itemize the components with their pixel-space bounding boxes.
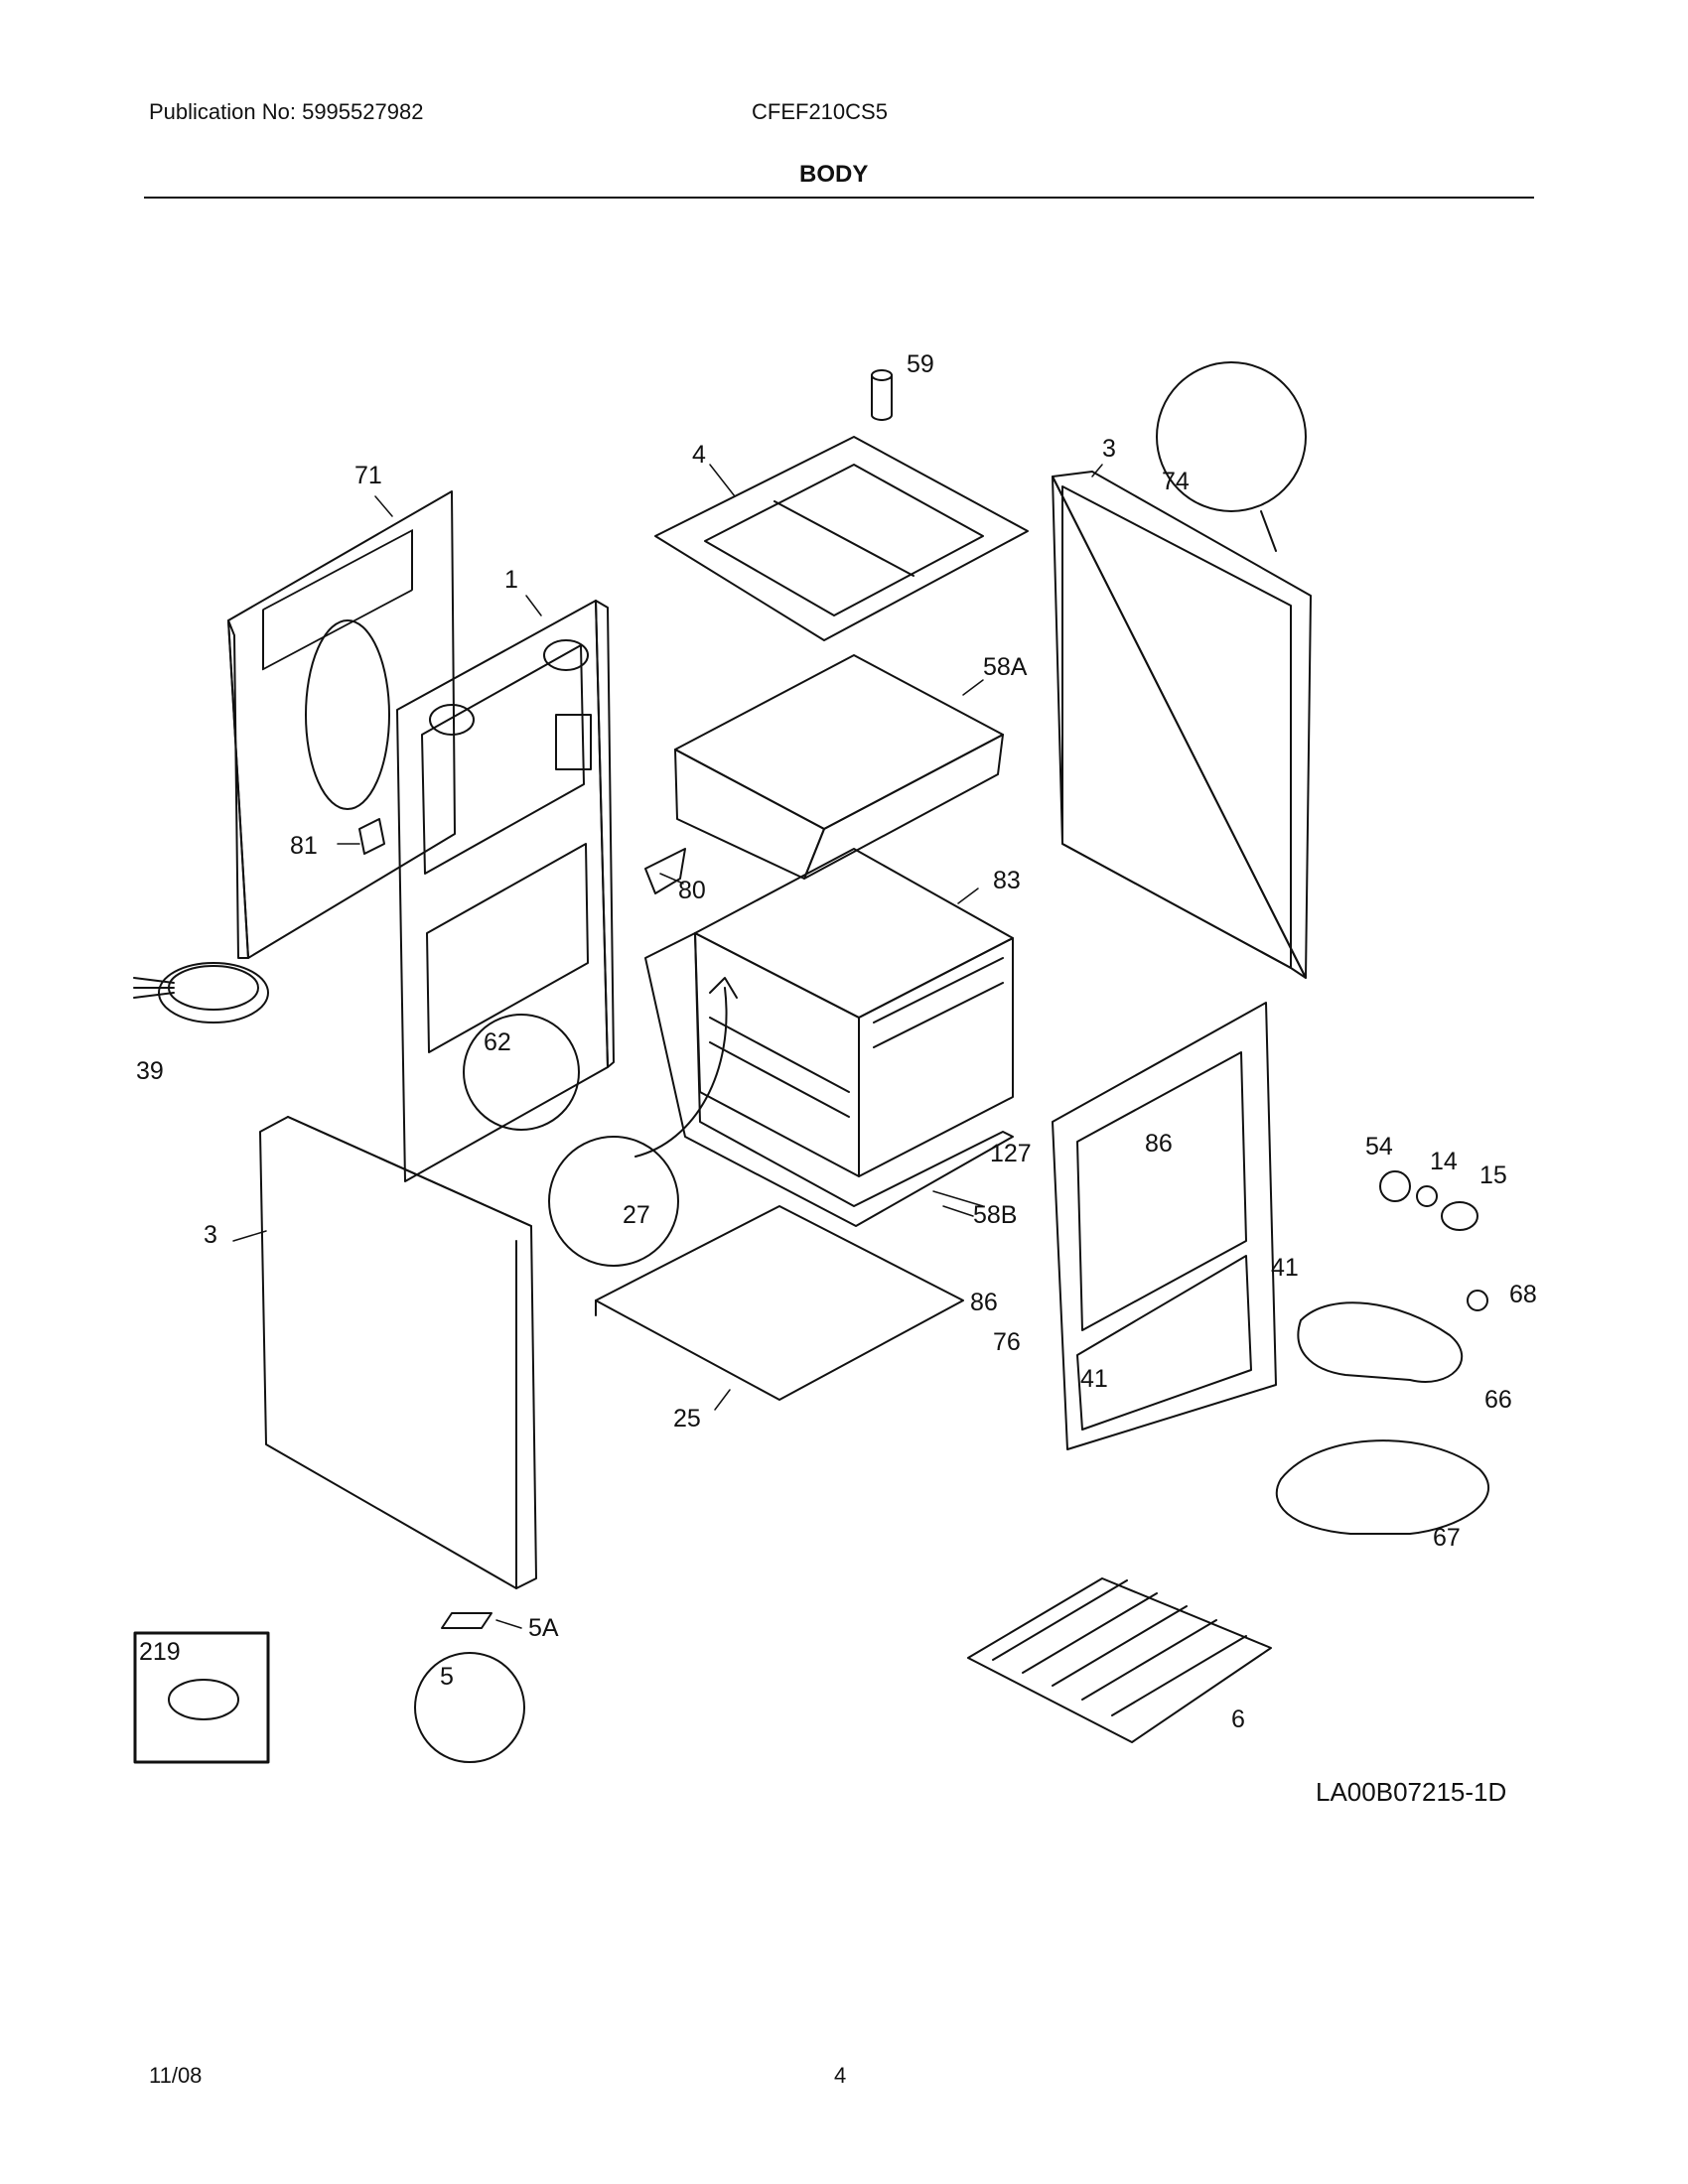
callout-71: 71 [354, 462, 382, 489]
part-58a-insulation [674, 654, 1004, 880]
callout-54: 54 [1365, 1133, 1393, 1160]
callout-41-right: 41 [1271, 1254, 1299, 1282]
callout-80: 80 [678, 877, 706, 904]
part-4-top-panel [654, 436, 1029, 641]
part-74-inset [1156, 361, 1307, 552]
part-58b-insulation [644, 932, 1014, 1227]
part-3-side-panel-right [1052, 471, 1312, 979]
callout-39: 39 [136, 1057, 164, 1085]
part-39-power-cord [133, 962, 269, 1024]
section-title: BODY [799, 161, 869, 188]
callout-83: 83 [993, 867, 1021, 894]
callout-66: 66 [1484, 1386, 1512, 1414]
part-14-socket [1416, 1185, 1438, 1207]
publication-number: Publication No: 5995527982 [149, 99, 424, 124]
part-67-bake-element [1275, 1439, 1489, 1535]
callout-59: 59 [907, 350, 934, 378]
page-number: 4 [834, 2063, 847, 2088]
callout-27: 27 [623, 1201, 650, 1229]
callout-81: 81 [290, 832, 318, 860]
part-62-inset [463, 1014, 580, 1131]
callout-3-left: 3 [204, 1221, 217, 1249]
callout-62: 62 [484, 1028, 511, 1056]
part-219-inset [133, 1631, 270, 1764]
callout-25: 25 [673, 1405, 701, 1433]
part-66-broil-element [1297, 1301, 1464, 1383]
part-71-rear-panel [227, 490, 456, 959]
callout-58a: 58A [983, 653, 1028, 681]
part-54-lens [1379, 1170, 1411, 1202]
part-6-oven-rack [967, 1577, 1272, 1743]
callout-86-left: 86 [970, 1289, 998, 1316]
callout-41-left: 41 [1080, 1365, 1108, 1393]
callout-1: 1 [504, 566, 518, 594]
callout-3-right: 3 [1102, 435, 1116, 463]
callout-leaders [232, 464, 1103, 1629]
callout-68: 68 [1509, 1281, 1537, 1308]
part-68-pin [1467, 1290, 1488, 1311]
part-80-clip [644, 848, 686, 894]
callout-4: 4 [692, 441, 706, 469]
publication-date: 11/08 [149, 2063, 203, 2088]
part-3-side-panel-left [259, 1116, 537, 1589]
part-81-bracket [358, 818, 385, 855]
callout-76: 76 [993, 1328, 1021, 1356]
callout-58b: 58B [973, 1201, 1017, 1229]
callout-5: 5 [440, 1663, 454, 1691]
callout-15: 15 [1479, 1161, 1507, 1189]
part-27-inset [548, 977, 738, 1267]
callout-74: 74 [1162, 468, 1190, 495]
callout-14: 14 [1430, 1148, 1458, 1175]
part-front-frame [1052, 1002, 1277, 1450]
callout-67: 67 [1433, 1524, 1461, 1552]
part-25-bottom-panel [595, 1205, 964, 1401]
part-5a-leveler-bracket [441, 1612, 492, 1629]
callout-127: 127 [990, 1140, 1032, 1167]
part-15-bulb [1441, 1201, 1478, 1231]
callout-5a: 5A [528, 1614, 559, 1642]
callout-219: 219 [139, 1638, 181, 1666]
callout-6: 6 [1231, 1706, 1245, 1733]
part-1-back-panel [396, 600, 615, 1182]
part-5-leg-inset [414, 1652, 525, 1763]
callout-labels: 71 1 4 59 3 74 58A 81 80 83 39 62 127 86… [136, 350, 1537, 1733]
callout-86-right: 86 [1145, 1130, 1173, 1158]
diagram-code: LA00B07215-1D [1316, 1777, 1507, 1807]
part-59-spacer [871, 369, 893, 421]
header-rule [144, 197, 1534, 199]
model-number: CFEF210CS5 [752, 99, 888, 124]
